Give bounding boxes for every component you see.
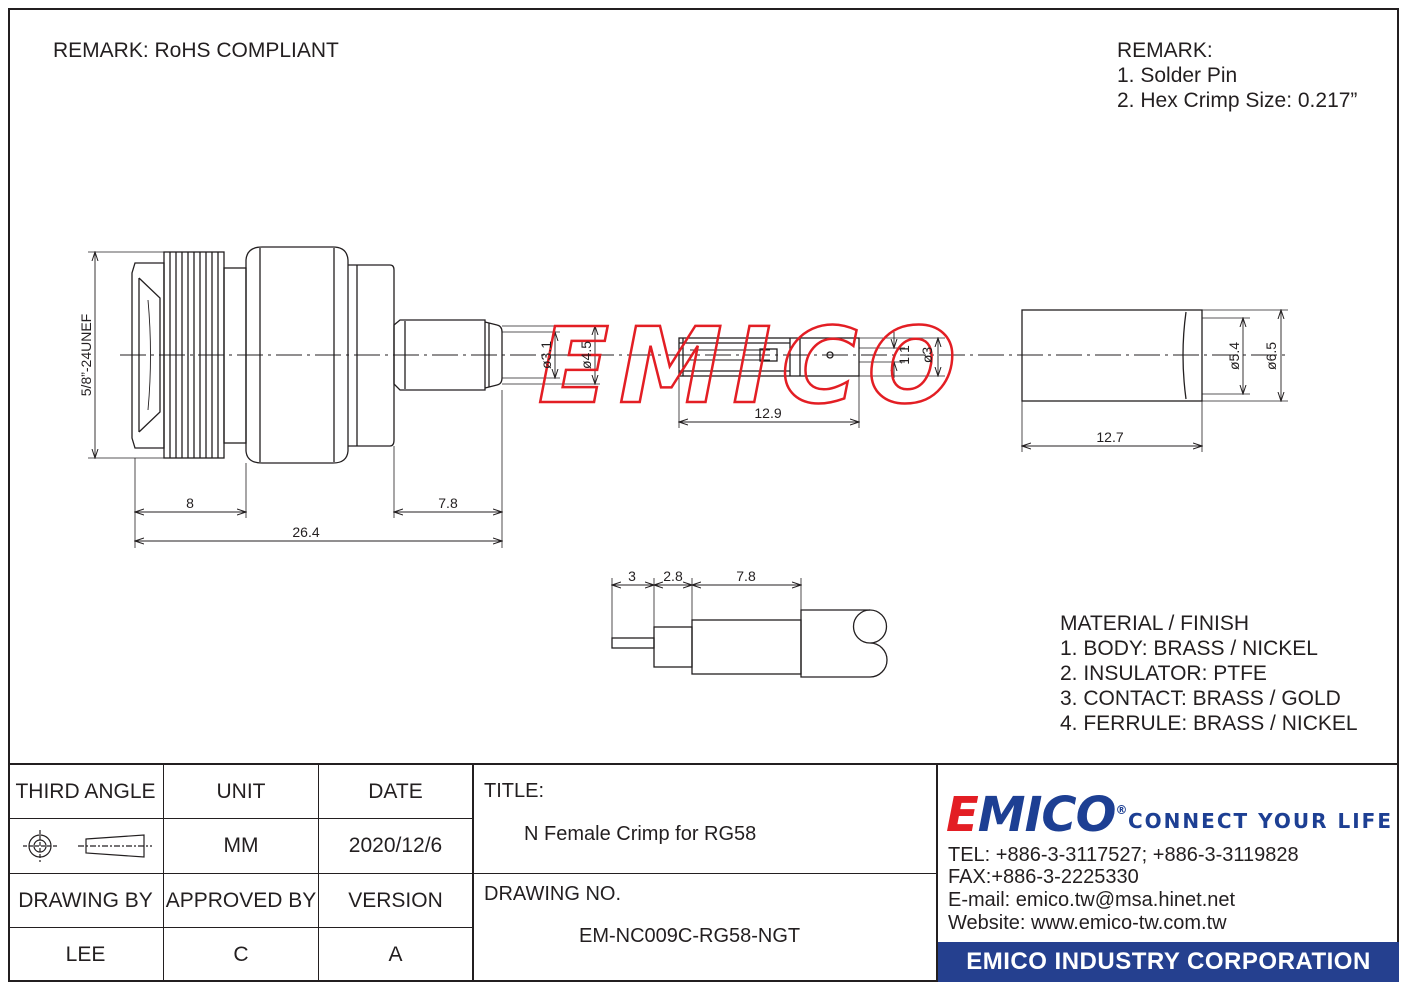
drawing-no-value: EM-NC009C-RG58-NGT — [579, 925, 801, 947]
remark-item: 1. Solder Pin — [1117, 64, 1238, 87]
title-block: THIRD ANGLE UNIT DATE MM 2020/12/6 DRAWI… — [8, 763, 1399, 982]
title-label: TITLE: — [484, 780, 545, 802]
dim-pin-length: 12.9 — [754, 405, 781, 421]
dim-pin-d3: ø3 — [919, 347, 935, 364]
approved-by-label: APPROVED BY — [163, 873, 318, 927]
crimp-sleeve — [393, 319, 503, 391]
company-name-bar: EMICO INDUSTRY CORPORATION — [938, 942, 1399, 982]
dim-ferrule-d65: ø6.5 — [1263, 342, 1279, 370]
approved-by-value: C — [163, 927, 318, 982]
remark-item: 2. Hex Crimp Size: 0.217” — [1117, 89, 1358, 112]
company-fax: FAX:+886-3-2225330 — [948, 866, 1139, 888]
company-slogan: CONNECT YOUR LIFE — [1128, 809, 1393, 833]
dim-d31: ø3.1 — [538, 341, 554, 369]
material-finish: MATERIAL / FINISH 1. BODY: BRASS / NICKE… — [1060, 611, 1358, 736]
title-divider — [474, 873, 936, 874]
emico-logo: EMICO® — [946, 787, 1127, 843]
dim-pin-11: 1.1 — [896, 345, 912, 365]
remark-notes: REMARK: 1. Solder Pin 2. Hex Crimp Size:… — [1117, 38, 1357, 113]
dim-strip-28: 2.8 — [663, 568, 683, 584]
title-section: TITLE: N Female Crimp for RG58 DRAWING N… — [472, 763, 936, 982]
unit-value: MM — [163, 818, 318, 873]
company-tel: TEL: +886-3-3117527; +886-3-3119828 — [948, 844, 1299, 866]
dim-ferrule-length: 12.7 — [1096, 429, 1123, 445]
third-angle-label: THIRD ANGLE — [8, 763, 163, 818]
version-value: A — [318, 927, 472, 982]
dim-strip-3: 3 — [628, 568, 636, 584]
ferrule — [1021, 309, 1203, 402]
remark-heading: REMARK: — [1117, 39, 1213, 62]
material-item: 1. BODY: BRASS / NICKEL — [1060, 637, 1318, 660]
date-label: DATE — [318, 763, 472, 818]
material-item: 2. INSULATOR: PTFE — [1060, 662, 1267, 685]
material-heading: MATERIAL / FINISH — [1060, 612, 1250, 635]
emico-watermark: EMICO — [538, 305, 966, 427]
material-item: 3. CONTACT: BRASS / GOLD — [1060, 687, 1341, 710]
third-angle-symbol — [8, 818, 163, 873]
material-item: 4. FERRULE: BRASS / NICKEL — [1060, 712, 1358, 735]
company-email: E-mail: emico.tw@msa.hinet.net — [948, 889, 1236, 911]
drawing-by-label: DRAWING BY — [8, 873, 163, 927]
dim-ferrule-d54: ø5.4 — [1226, 342, 1242, 370]
company-block: EMICO® CONNECT YOUR LIFE TEL: +886-3-311… — [936, 763, 1399, 982]
dim-rear-length: 7.8 — [438, 495, 458, 511]
unit-label: UNIT — [163, 763, 318, 818]
title-value: N Female Crimp for RG58 — [524, 823, 757, 845]
dim-d45: ø4.5 — [578, 341, 594, 369]
connector-hex-nut — [131, 262, 165, 449]
remark-rohs: REMARK: RoHS COMPLIANT — [53, 39, 339, 62]
dim-thread: 5/8”-24UNEF — [78, 314, 94, 396]
cable-strip-diagram — [611, 609, 888, 678]
projection-symbol-icon — [22, 830, 152, 862]
drawing-by-value: LEE — [8, 927, 163, 982]
version-label: VERSION — [318, 873, 472, 927]
contact-pin — [678, 337, 860, 377]
dim-overall: 26.4 — [292, 524, 319, 540]
company-website: Website: www.emico-tw.com.tw — [948, 912, 1227, 934]
drawing-no-label: DRAWING NO. — [484, 883, 622, 905]
title-block-grid: THIRD ANGLE UNIT DATE MM 2020/12/6 DRAWI… — [8, 763, 472, 982]
drawing-frame — [8, 8, 1399, 982]
dim-strip-78: 7.8 — [736, 568, 756, 584]
dim-body-front: 8 — [186, 495, 194, 511]
date-value: 2020/12/6 — [318, 818, 472, 873]
connector-thread — [163, 251, 247, 459]
